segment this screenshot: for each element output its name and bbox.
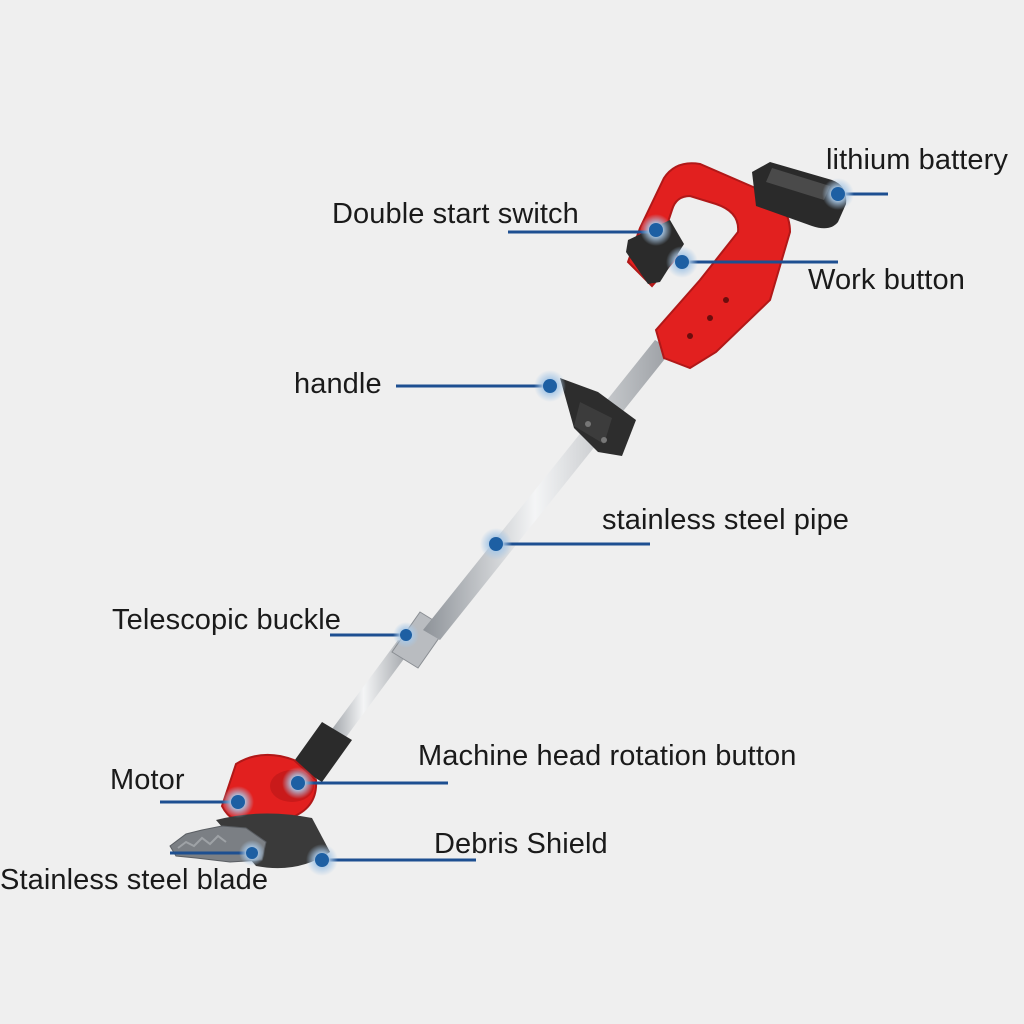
label-work-button: Work button (808, 264, 965, 296)
dot-work-button (666, 246, 698, 278)
label-machine-head-rotation-button: Machine head rotation button (418, 740, 797, 772)
label-motor: Motor (110, 764, 185, 796)
dot-motor (222, 786, 254, 818)
dot-stainless-steel-blade (239, 840, 265, 866)
annotation-dots (222, 178, 854, 876)
dot-stainless-steel-pipe (480, 528, 512, 560)
label-double-start-switch: Double start switch (332, 198, 579, 230)
label-debris-shield: Debris Shield (434, 828, 608, 860)
dot-lithium-battery (822, 178, 854, 210)
pole-clamp (292, 722, 352, 782)
dot-debris-shield (306, 844, 338, 876)
dot-telescopic-buckle (393, 622, 419, 648)
label-stainless-steel-pipe: stainless steel pipe (602, 504, 850, 536)
dot-handle (534, 370, 566, 402)
label-stainless-steel-blade: Stainless steel blade (0, 864, 269, 896)
main-housing (626, 162, 847, 370)
dot-machine-head-rotation-button (282, 767, 314, 799)
lower-pipe (324, 640, 412, 748)
label-handle: handle (294, 368, 382, 400)
label-lithium-battery: lithium battery (826, 144, 1009, 176)
handle-grip (560, 378, 636, 456)
dot-double-start-switch (640, 214, 672, 246)
label-telescopic-buckle: Telescopic buckle (112, 604, 341, 636)
